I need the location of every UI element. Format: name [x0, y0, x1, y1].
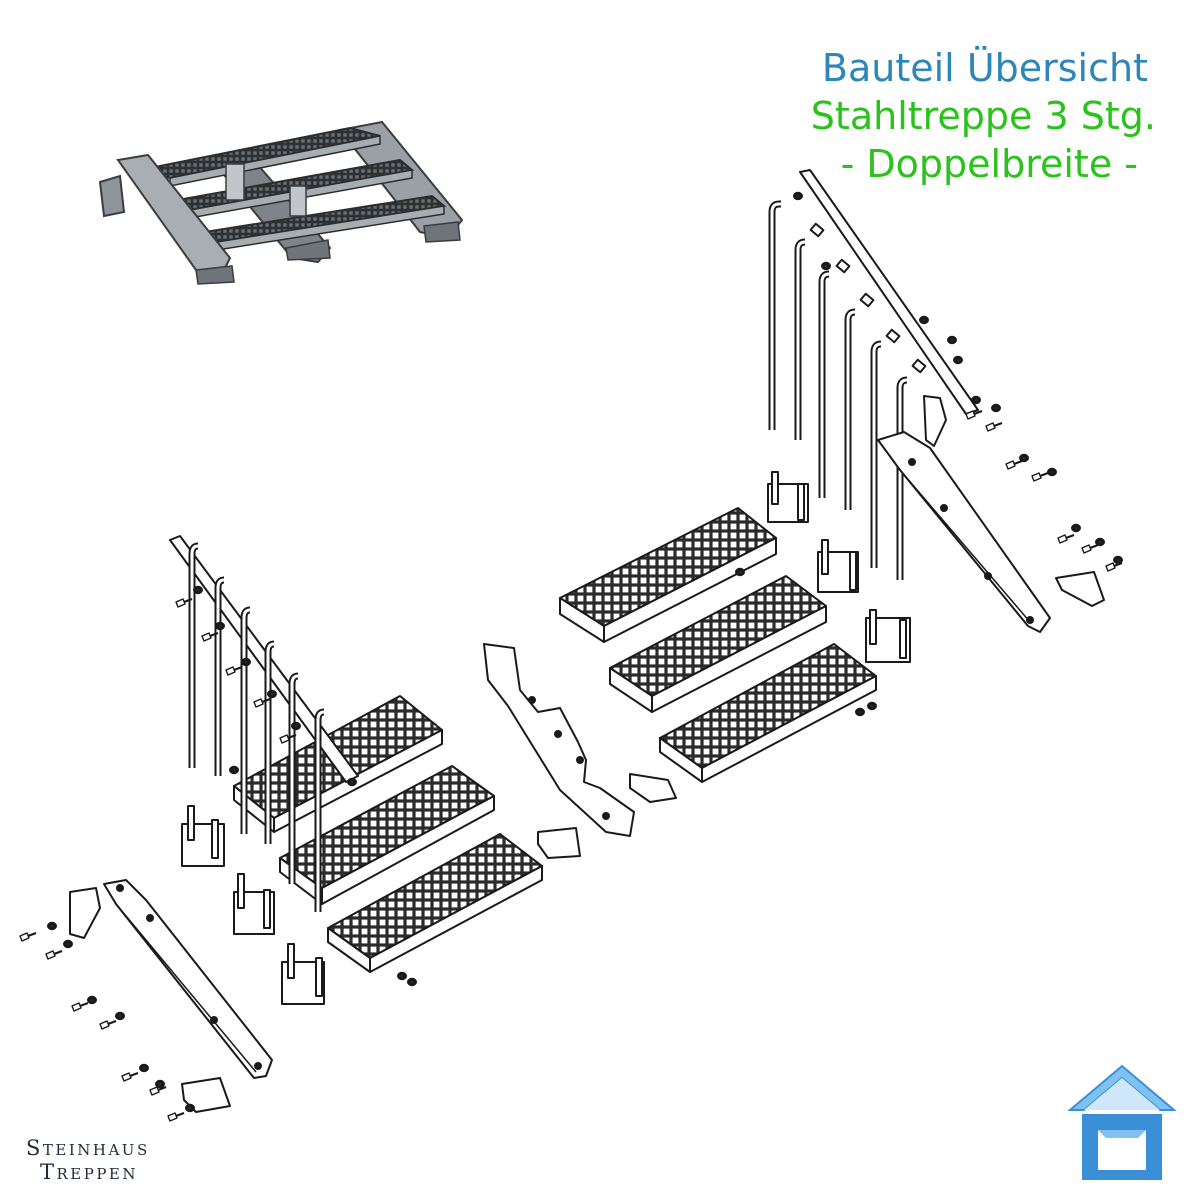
right-rail-brackets: [809, 222, 947, 447]
right-stringer: [877, 431, 1051, 633]
left-stringer: [103, 879, 273, 1079]
brand-name-line1: Steinhaus: [26, 1136, 150, 1160]
left-handrail: [169, 535, 359, 783]
brand-name-line2: Treppen: [40, 1160, 139, 1184]
center-foot-bracket-lower: [537, 827, 581, 859]
title-heading: Bauteil Übersicht: [821, 46, 1148, 90]
right-balusters: [768, 200, 908, 580]
center-foot-bracket: [629, 773, 677, 803]
left-top-bracket: [69, 887, 101, 939]
left-balusters: [188, 542, 325, 912]
right-treads: [559, 507, 877, 783]
right-tread-posts: [767, 471, 911, 663]
assembled-staircase-preview: [98, 120, 464, 285]
right-handrail: [799, 169, 979, 415]
house-outline-icon: [1067, 1064, 1177, 1180]
subtitle-heading: Stahltreppe 3 Stg.: [810, 94, 1156, 138]
left-tread-posts: [181, 805, 325, 1005]
exploded-assembly-drawing: [18, 169, 1124, 1123]
left-foot-bracket: [181, 1077, 231, 1113]
right-foot-bracket: [1055, 571, 1105, 607]
variant-heading: - Doppelbreite -: [840, 142, 1138, 186]
center-stringer: [483, 643, 635, 837]
